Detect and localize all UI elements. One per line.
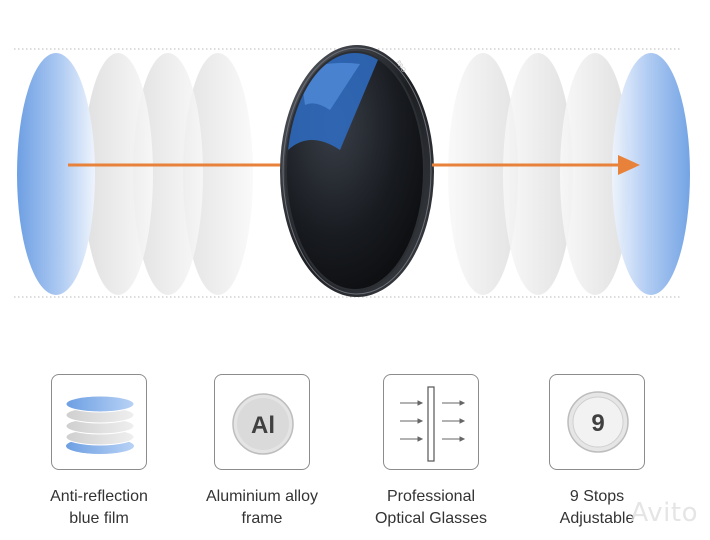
aluminium-icon: Al: [214, 374, 310, 470]
light-disc: [83, 53, 153, 295]
nine-stops-icon: 9: [549, 374, 645, 470]
light-disc: [560, 53, 630, 295]
feature-title: Aluminium alloy: [205, 488, 319, 505]
feature-optical-glass: Professional Optical Glasses: [361, 374, 501, 530]
light-disc: [503, 53, 573, 295]
arrow-head-icon: [618, 155, 640, 175]
variable-nd-filter: PRO: [280, 45, 434, 297]
stops-badge: 9: [591, 410, 604, 437]
watermark: Avito: [630, 498, 698, 528]
feature-title: Anti-reflection: [50, 488, 148, 505]
aluminium-badge: Al: [251, 412, 275, 439]
feature-subtitle: blue film: [69, 510, 129, 527]
feature-subtitle: Adjustable: [559, 510, 635, 527]
light-disc: [183, 53, 253, 295]
feature-title: 9 Stops: [569, 488, 625, 505]
feature-subtitle: frame: [241, 510, 283, 527]
blue-light-disc: [612, 53, 690, 295]
optical-glass-icon: [383, 374, 479, 470]
filter-illustration: PRO: [14, 45, 690, 298]
feature-title: Professional: [386, 488, 476, 505]
light-disc: [448, 53, 518, 295]
feature-anti-reflection: Anti-reflection blue film: [29, 374, 169, 530]
feature-aluminium-frame: Al Aluminium alloy frame: [192, 374, 332, 530]
feature-subtitle: Optical Glasses: [374, 510, 488, 527]
layered-film-icon: [51, 374, 147, 470]
light-disc: [133, 53, 203, 295]
feature-nine-stops: 9 9 Stops Adjustable: [527, 374, 667, 530]
blue-light-disc: [17, 53, 95, 295]
